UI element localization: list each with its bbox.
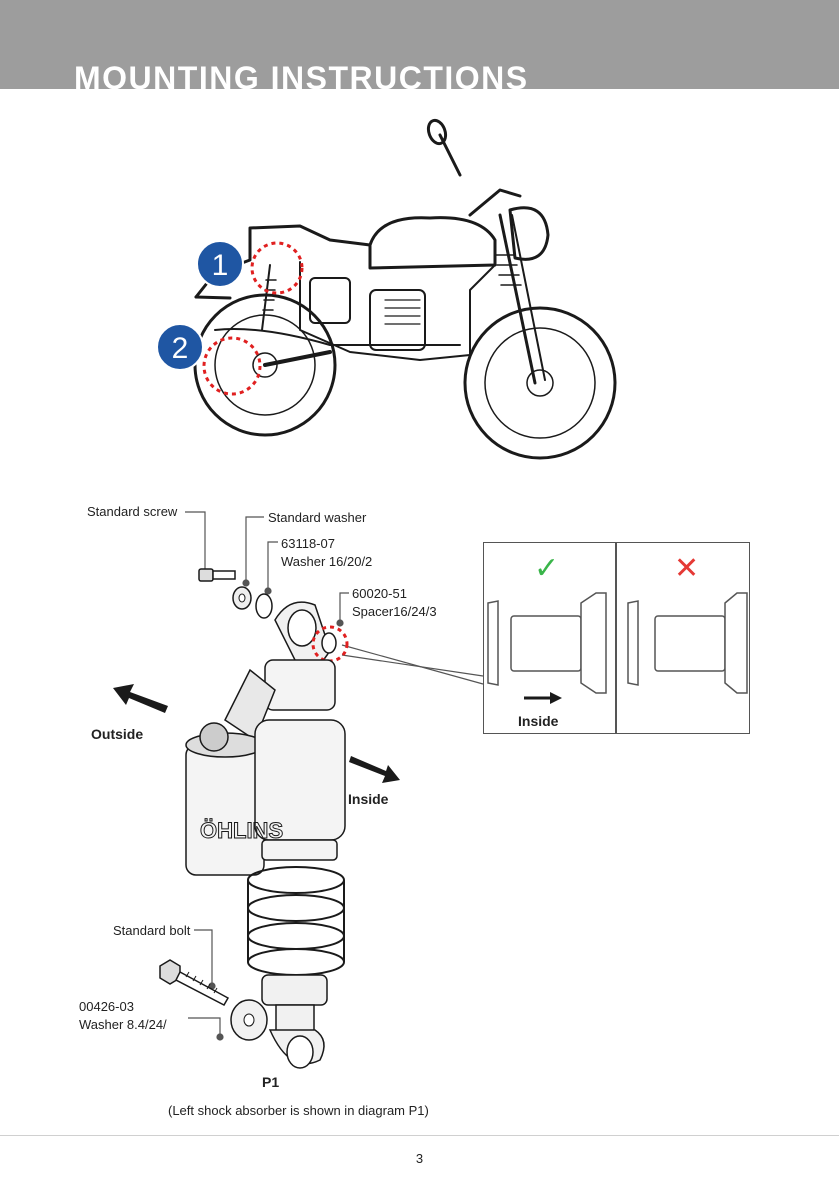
washer-2-code: 00426-03 <box>79 999 134 1014</box>
panel-divider <box>615 543 617 733</box>
inside-label: Inside <box>348 791 389 807</box>
callout-2-label: 2 <box>172 332 189 365</box>
outside-label: Outside <box>91 726 144 742</box>
page-title: MOUNTING INSTRUCTIONS <box>74 60 529 89</box>
shock-brand-logo: ÖHLINS <box>200 818 283 843</box>
spacer-orientation-drawings <box>487 592 748 704</box>
spacer-orientation-panel: ✓ ✕ Inside <box>483 542 750 734</box>
header-band: MOUNTING INSTRUCTIONS <box>0 0 839 89</box>
washer-1-code: 63118-07 <box>281 536 335 551</box>
correct-check-icon: ✓ <box>534 551 560 586</box>
callout-badge-1 <box>196 240 244 288</box>
wrong-cross-icon: ✕ <box>674 551 700 586</box>
callout-badge-2 <box>156 323 204 371</box>
standard-washer-label: Standard washer <box>268 510 367 525</box>
shock-absorber-illustration: ÖHLINS <box>113 511 484 1069</box>
panel-inside-label: Inside <box>518 713 559 729</box>
diagram-label: P1 <box>262 1074 280 1090</box>
standard-bolt-label: Standard bolt <box>113 923 191 938</box>
callout-1-label: 1 <box>212 249 229 282</box>
motorcycle-illustration: 1 2 <box>156 118 617 460</box>
spacer-code: 60020-51 <box>352 586 407 601</box>
footer-rule <box>0 1135 839 1136</box>
page-number: 3 <box>415 1151 424 1166</box>
spacer-name: Spacer16/24/3 <box>352 604 437 619</box>
standard-screw-label: Standard screw <box>87 504 178 519</box>
washer-1-name: Washer 16/20/2 <box>281 554 373 569</box>
washer-2-name: Washer 8.4/24/ <box>79 1017 167 1032</box>
diagram-caption: (Left shock absorber is shown in diagram… <box>168 1103 429 1118</box>
